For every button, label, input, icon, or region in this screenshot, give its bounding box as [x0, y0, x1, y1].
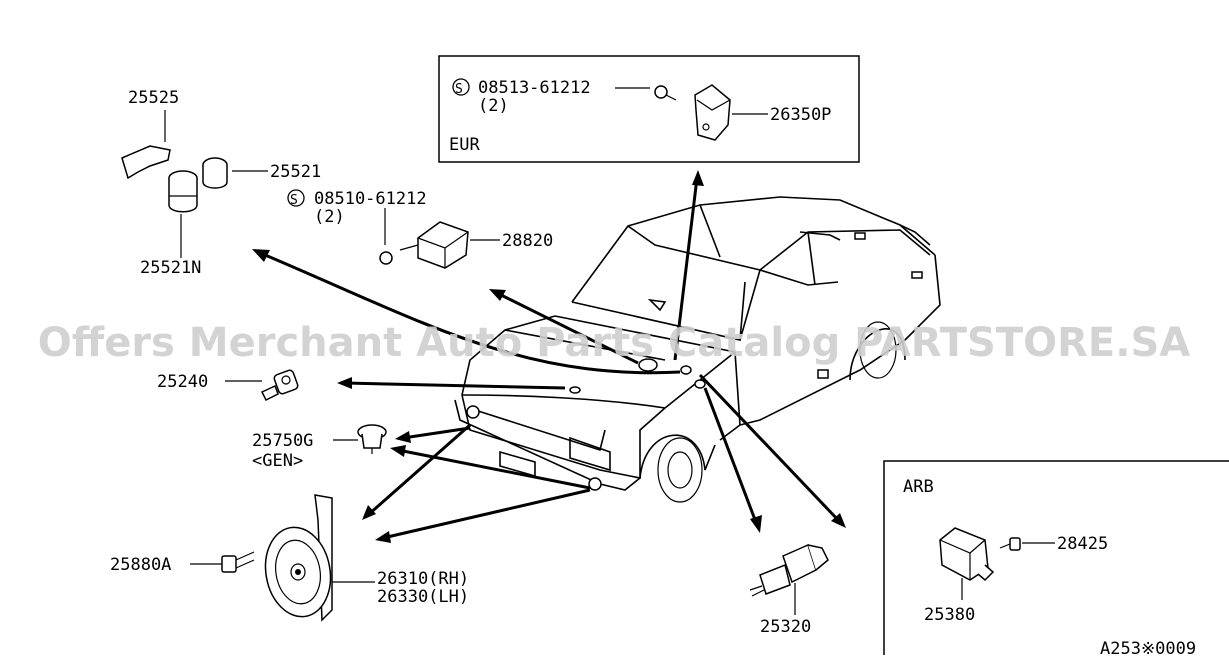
bracket-26350p-drawing	[694, 84, 731, 141]
callout-25320: 25320	[760, 617, 811, 637]
switch-25240-group: 25240	[157, 369, 299, 402]
callout-08513-qty: (2)	[478, 96, 509, 116]
callout-28820: 28820	[502, 231, 553, 251]
standard-part-icon	[452, 78, 470, 96]
callout-25240: 25240	[157, 372, 208, 392]
relay-25521n-drawing	[168, 170, 198, 213]
eur-box-label: EUR	[449, 135, 480, 155]
callout-25525: 25525	[128, 88, 179, 108]
bolt-08513-drawing	[654, 85, 677, 101]
callout-26350p: 26350P	[770, 105, 831, 125]
screw-08510-drawing	[379, 251, 393, 265]
grommet-25750g-drawing	[357, 424, 387, 454]
callout-25380: 25380	[924, 605, 975, 625]
screw-28425-drawing	[999, 537, 1021, 551]
arb-inset-box: ARB 28425 25380	[883, 460, 1229, 655]
horn-group: 25880A 26310(RH) 26330(LH)	[110, 494, 469, 622]
arb-box-label: ARB	[903, 477, 934, 497]
eur-inset-box: EUR S 08513-61212 (2) 26350P	[438, 55, 860, 163]
grommet-25750g-group: 25750G <GEN>	[252, 424, 387, 471]
switch-25320-group: 25320	[749, 543, 829, 637]
switch-25240-drawing	[260, 369, 299, 402]
callout-25880a: 25880A	[110, 555, 171, 575]
cover-25525-drawing	[121, 145, 171, 180]
callout-26330: 26330(LH)	[377, 587, 469, 607]
switch-25320-drawing	[749, 543, 829, 597]
callout-28425: 28425	[1057, 534, 1108, 554]
bolt-25880a-drawing	[221, 551, 255, 573]
relay-group-25521: 25525 25521 25521N	[121, 88, 321, 278]
diagram-code: A253※0009	[1100, 639, 1196, 659]
callout-25750g: 25750G	[252, 431, 313, 451]
standard-part-symbol: S	[455, 82, 463, 97]
standard-part-symbol-2: S	[290, 193, 298, 208]
callout-08510-61212: 08510-61212	[314, 189, 427, 209]
callout-25521: 25521	[270, 162, 321, 182]
unit-28820-group: S 08510-61212 (2) 28820	[287, 189, 553, 269]
watermark-text: Offers Merchant Auto Parts Catalog PARTS…	[38, 320, 1190, 366]
callout-08510-qty: (2)	[314, 207, 345, 227]
leader-arrows	[252, 170, 846, 543]
callout-25750g-gen: <GEN>	[252, 451, 303, 471]
callout-08513-61212: 08513-61212	[478, 78, 591, 98]
callout-25521n: 25521N	[140, 258, 201, 278]
callout-26310: 26310(RH)	[377, 569, 469, 589]
sensor-25380-drawing	[939, 527, 995, 582]
module-28820-drawing	[399, 221, 469, 269]
horn-drawing	[264, 494, 333, 622]
standard-part-icon-2	[287, 189, 305, 207]
